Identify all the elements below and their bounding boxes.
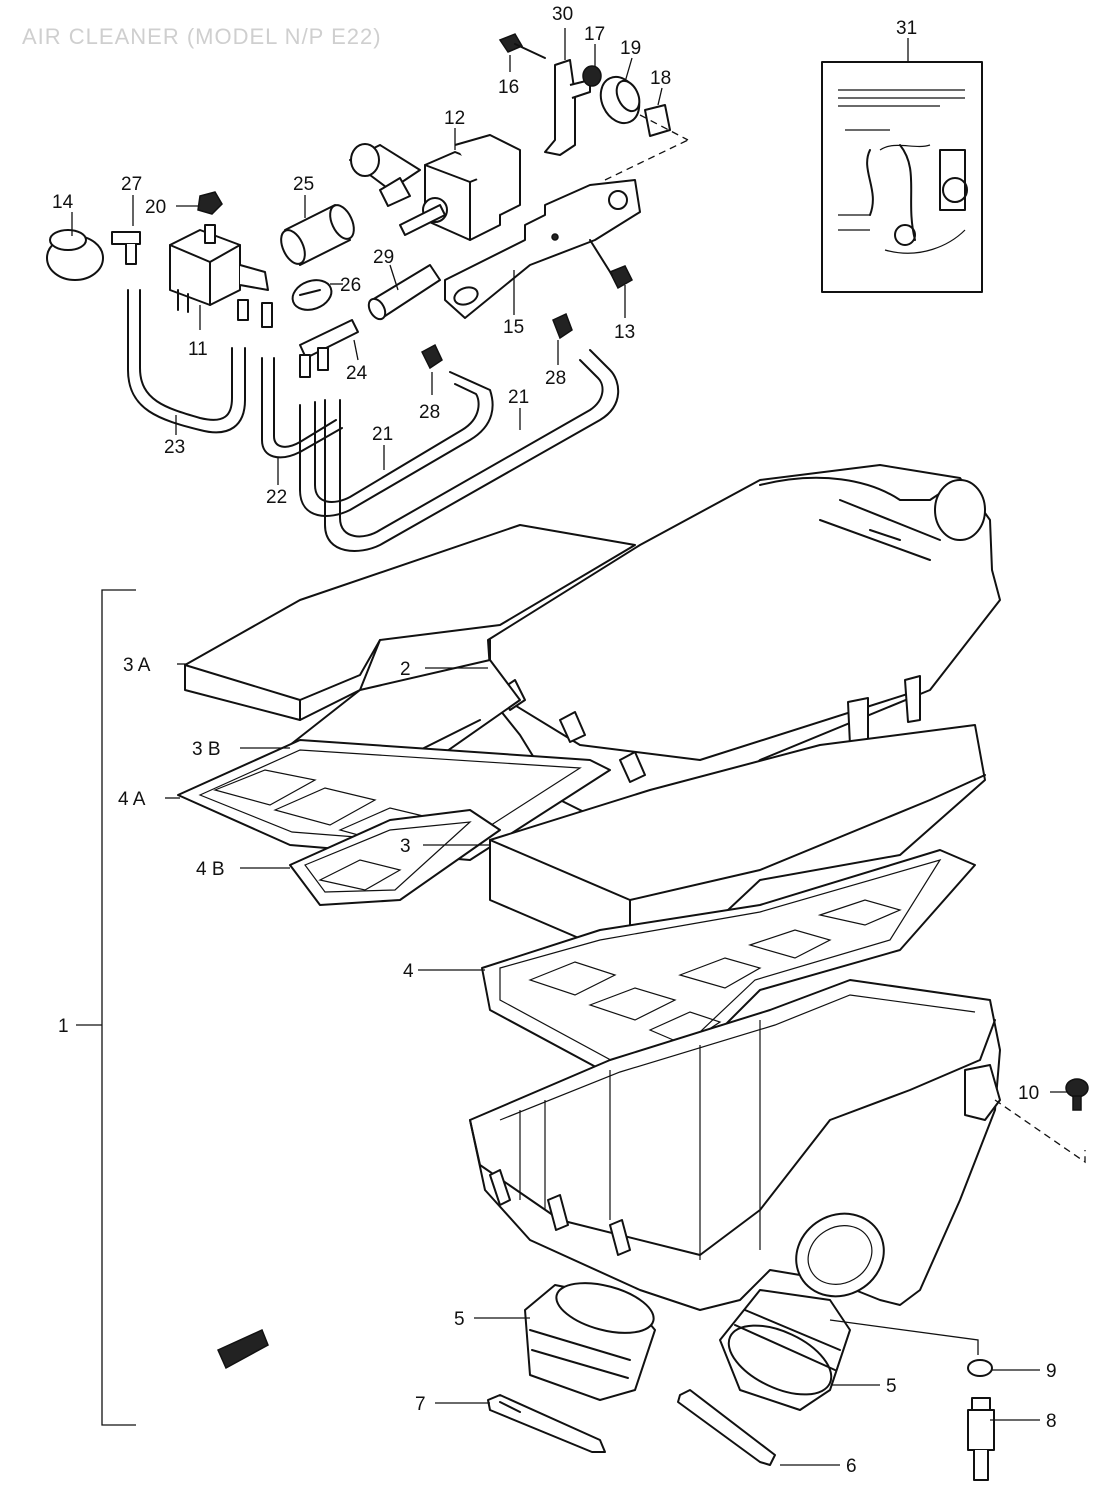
callout-21b: 21 [372,424,393,445]
part-17-washer [582,65,602,87]
assembly-bracket [101,589,136,1426]
callout-17: 17 [584,24,605,45]
callout-7: 7 [415,1394,426,1415]
part-31-decal [821,61,983,293]
callout-3a: 3 A [123,655,151,676]
part-28-clamp-left [421,343,443,370]
callout-14: 14 [52,192,74,213]
part-21-hose-a [299,371,494,517]
part-16-bolt [498,33,546,59]
part-7-clamp [487,1394,606,1453]
callout-22: 22 [266,487,287,508]
callout-4: 4 [403,961,414,982]
callout-3b: 3 B [192,739,221,760]
callout-19: 19 [620,38,641,59]
part-29-tube [367,264,441,321]
callout-28a: 28 [419,402,440,423]
part-20-nut [197,191,223,215]
callout-5b: 5 [886,1376,897,1397]
part-4a-frame [177,739,611,861]
callout-28b: 28 [545,368,566,389]
part-6-clamp [677,1389,776,1466]
callout-3: 3 [400,836,411,857]
callout-15: 15 [503,317,524,338]
callout-12: 12 [444,108,465,129]
callout-16: 16 [498,77,519,98]
callout-21a: 21 [508,387,529,408]
part-18-collar [644,104,671,137]
part-3a-element [184,524,636,721]
callout-5a: 5 [454,1309,465,1330]
callout-27: 27 [121,174,142,195]
callout-31: 31 [896,18,917,39]
part-25-canister [280,204,355,266]
part-8-drain [967,1397,995,1481]
part-23-hose [127,289,246,434]
callout-20: 20 [145,197,166,218]
callout-24: 24 [346,363,368,384]
part-9-cap [967,1359,993,1377]
diagram-title: AIR CLEANER (MODEL N/P E22) [22,24,382,49]
callout-25: 25 [293,174,314,195]
leader-lines [71,28,1068,1466]
callout-18: 18 [650,68,671,89]
part-19-grommet [599,75,641,125]
part-13-bolt [589,239,633,290]
part-10-screw [1065,1078,1089,1111]
callout-6: 6 [846,1456,857,1477]
callout-labels: 1 2 3 3 A 3 B 4 4 A 4 B 5 5 6 7 8 9 10 1… [52,4,1057,1477]
part-15-bracket [444,179,641,319]
part-12-solenoid [349,134,521,241]
callout-10: 10 [1018,1083,1039,1104]
callout-8: 8 [1046,1411,1057,1432]
part-26-cap [291,279,333,311]
part-4-frame [481,849,976,1081]
callout-26: 26 [340,275,361,296]
callout-29: 29 [373,247,394,268]
part-27-joint [111,231,141,265]
part-5-boot-right [719,1289,851,1411]
callout-30: 30 [552,4,573,25]
callout-4a: 4 A [118,789,146,810]
part-4b-frame [289,809,501,906]
part-28-clamp-right [552,312,573,340]
callout-13: 13 [614,322,635,343]
part-1-lower-case [469,979,1001,1311]
callout-2: 2 [400,659,411,680]
callout-4b: 4 B [196,859,225,880]
callout-9: 9 [1046,1361,1057,1382]
part-24-tjoint [299,319,359,378]
callout-11: 11 [188,339,208,360]
part-30-stay [544,59,591,156]
callout-1: 1 [58,1016,69,1037]
part-5-boot-left [524,1282,656,1401]
part-14-cap [46,229,104,281]
direction-tag-icon [217,1328,269,1370]
callout-23: 23 [164,437,185,458]
part-21-hose-b [324,349,620,552]
part-11-valve [169,224,273,328]
